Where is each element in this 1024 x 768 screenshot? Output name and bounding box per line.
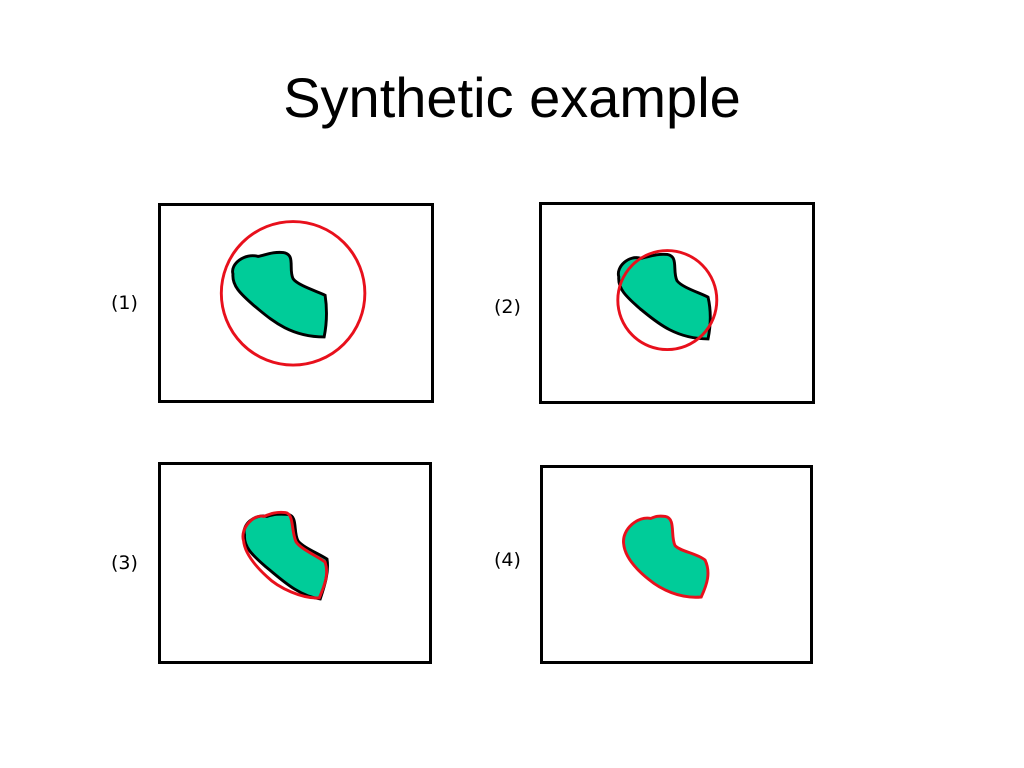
panel-4 [540, 465, 813, 664]
panel-label-1: (1) [111, 292, 138, 314]
panel-label-2: (2) [494, 296, 521, 318]
object-shape [622, 514, 710, 599]
red-contour [241, 510, 329, 600]
panel-3-drawing [241, 510, 329, 601]
panel-label-3: (3) [111, 552, 138, 574]
panel-1 [158, 203, 434, 403]
panel-2 [539, 202, 815, 404]
panel-label-4: (4) [494, 549, 521, 571]
object-shape [231, 250, 328, 339]
panel-4-drawing [622, 514, 710, 599]
slide-title: Synthetic example [283, 66, 741, 129]
red-contour [616, 249, 719, 352]
red-contour [219, 220, 367, 367]
object-shape [616, 252, 712, 341]
panel-2-drawing [616, 249, 719, 352]
panel-1-drawing [219, 220, 367, 367]
panel-3 [158, 462, 432, 664]
